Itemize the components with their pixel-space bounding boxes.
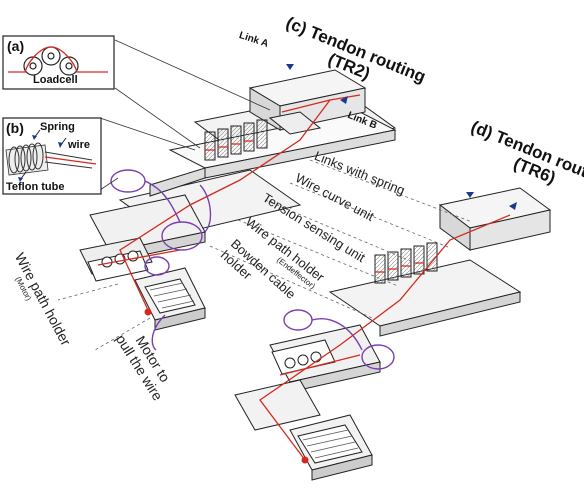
tr6-wire-path	[259, 214, 511, 461]
loadcell-label: Loadcell	[33, 74, 78, 86]
tr2-wire-path	[97, 94, 361, 311]
tr6-module	[234, 187, 552, 481]
tr6-bowden-cable	[283, 309, 395, 370]
inset-connectors	[99, 39, 271, 191]
wire-label: wire	[68, 139, 91, 151]
teflon-tube-label: Teflon tube	[6, 181, 65, 193]
leader-lines	[57, 159, 473, 351]
spring-label: Spring	[40, 121, 75, 133]
panel-a-tag: (a)	[7, 38, 25, 54]
tr2-bowden-cable	[110, 169, 212, 351]
panel-b-tag: (b)	[6, 120, 24, 136]
link-arrows	[286, 64, 517, 210]
inset-b-spring-tube	[2, 117, 102, 195]
inset-a-loadcell	[2, 35, 115, 90]
